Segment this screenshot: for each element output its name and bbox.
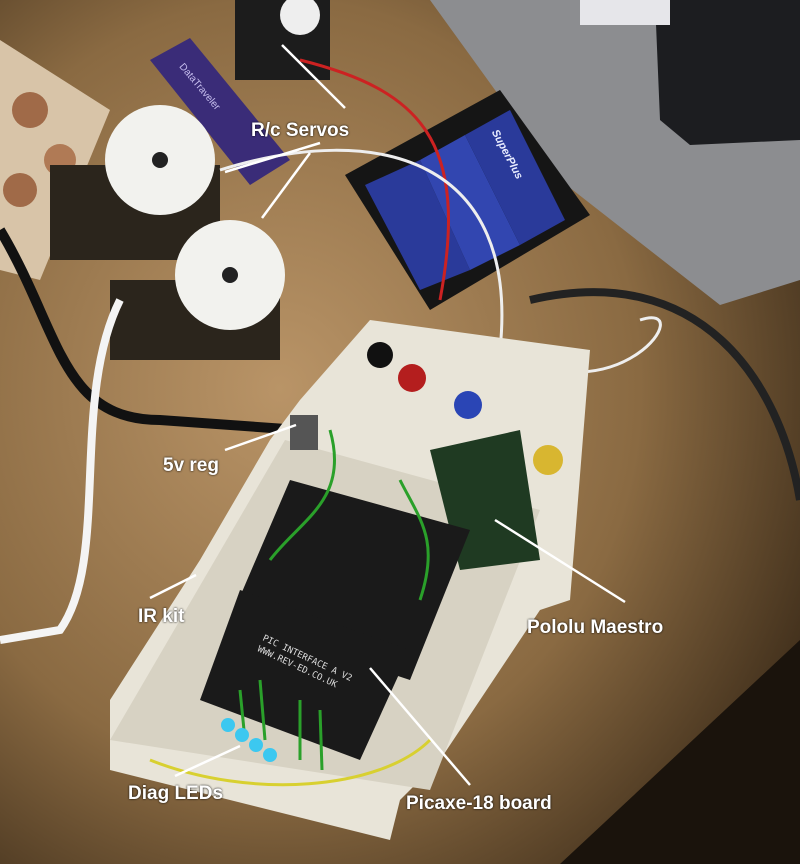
servo-top xyxy=(235,0,330,80)
servo-bottom xyxy=(110,220,285,360)
label-diag-leds: Diag LEDs xyxy=(128,783,224,804)
usb-stick: DataTraveler xyxy=(150,38,290,185)
label-pololu-maestro: Pololu Maestro xyxy=(527,617,664,638)
diag-leds xyxy=(221,718,277,762)
label-rc-servos: R/c Servos xyxy=(251,120,350,141)
laptop xyxy=(430,0,800,305)
annotation-lines xyxy=(149,44,626,786)
label-ir-kit: IR kit xyxy=(138,606,185,627)
picaxe-pcb: PIC INTERFACE A V2 WWW.REV-ED.CO.UK xyxy=(200,590,410,760)
label-5v-reg: 5v reg xyxy=(163,455,219,476)
label-picaxe-board: Picaxe-18 board xyxy=(406,793,552,814)
